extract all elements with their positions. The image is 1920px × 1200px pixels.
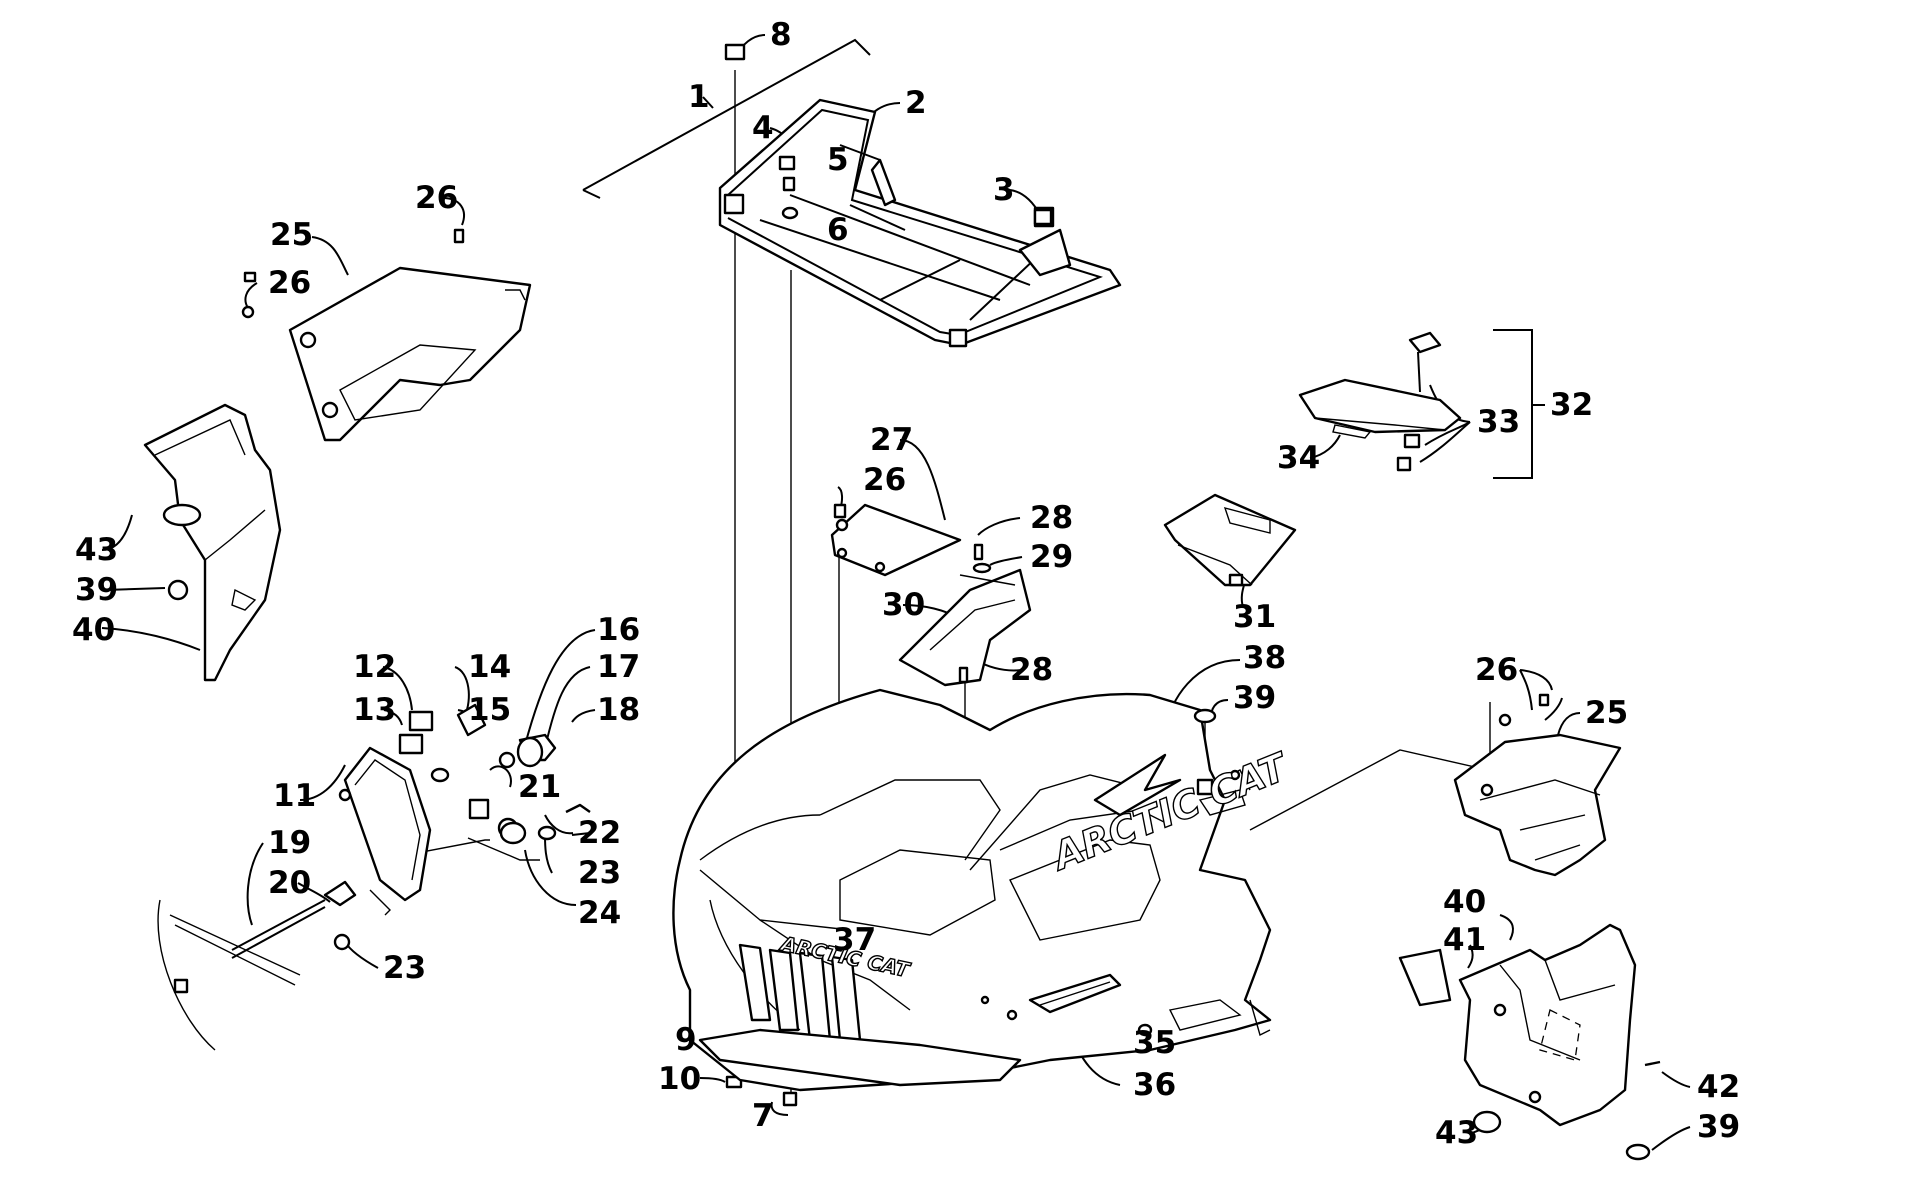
callout-33: 33: [1477, 404, 1520, 440]
callout-22: 22: [578, 815, 621, 851]
callout-32: 32: [1550, 387, 1593, 423]
access-panels: [830, 503, 1032, 687]
callout-36: 36: [1133, 1067, 1176, 1103]
callout-38: 38: [1243, 640, 1286, 676]
headlight-assembly: [157, 703, 591, 1051]
callout-26-top: 26: [415, 180, 458, 216]
storage-lid-assembly: [1298, 331, 1462, 472]
callout-30: 30: [882, 587, 925, 623]
callout-42: 42: [1697, 1069, 1740, 1105]
left-inner-fender: [143, 403, 282, 682]
callout-39-right: 39: [1697, 1109, 1740, 1145]
callout-35: 35: [1133, 1025, 1176, 1061]
callout-26-right: 26: [1475, 652, 1518, 688]
callout-41: 41: [1443, 922, 1486, 958]
callout-31: 31: [1233, 599, 1276, 635]
callout-25-right: 25: [1585, 695, 1628, 731]
callout-34: 34: [1277, 440, 1320, 476]
callout-39-left: 39: [75, 572, 118, 608]
callout-24: 24: [578, 895, 621, 931]
callout-7: 7: [752, 1098, 774, 1134]
callout-8: 8: [770, 17, 792, 53]
callout-23-bolt: 23: [383, 950, 426, 986]
right-inner-fender: [1398, 923, 1661, 1161]
callout-40-left: 40: [72, 612, 115, 648]
callout-26-left: 26: [268, 265, 311, 301]
callout-14: 14: [468, 649, 511, 685]
misc-fasteners: [241, 305, 1217, 1037]
callout-26-center: 26: [863, 462, 906, 498]
left-side-panel: [243, 228, 532, 442]
callout-27: 27: [870, 422, 913, 458]
callout-39-center: 39: [1233, 680, 1276, 716]
front-body-shell: ARCTIC CAT ARCTIC CAT: [672, 688, 1296, 1092]
callout-23-headlight: 23: [578, 855, 621, 891]
callout-21: 21: [518, 769, 561, 805]
callout-25-left: 25: [270, 217, 313, 253]
callout-5: 5: [827, 142, 849, 178]
callout-43-left: 43: [75, 532, 118, 568]
callout-11: 11: [273, 778, 316, 814]
callout-20: 20: [268, 865, 311, 901]
callout-12: 12: [353, 649, 396, 685]
callout-37: 37: [833, 922, 876, 958]
center-cover: [1163, 493, 1297, 587]
callout-6: 6: [827, 212, 849, 248]
callout-17: 17: [597, 649, 640, 685]
callout-2: 2: [905, 85, 927, 121]
callout-40-right: 40: [1443, 884, 1486, 920]
callout-15: 15: [468, 692, 511, 728]
callout-43-right: 43: [1435, 1115, 1478, 1151]
callout-4: 4: [752, 110, 774, 146]
callout-9: 9: [675, 1022, 697, 1058]
callout-16: 16: [597, 612, 640, 648]
callout-29: 29: [1030, 539, 1073, 575]
callout-28-bottom: 28: [1010, 652, 1053, 688]
callout-13: 13: [353, 692, 396, 728]
callout-labels: 1 2 3 4 5 6 7 8 9 10 11 12 13 14 15 16 1…: [72, 17, 1740, 1151]
right-side-panel: [1453, 693, 1622, 877]
callout-10: 10: [658, 1061, 701, 1097]
callout-28-top: 28: [1030, 500, 1073, 536]
callout-3: 3: [993, 172, 1015, 208]
callout-19: 19: [268, 825, 311, 861]
callout-1: 1: [688, 79, 710, 115]
callout-18: 18: [597, 692, 640, 728]
front-rack: [718, 98, 1122, 348]
